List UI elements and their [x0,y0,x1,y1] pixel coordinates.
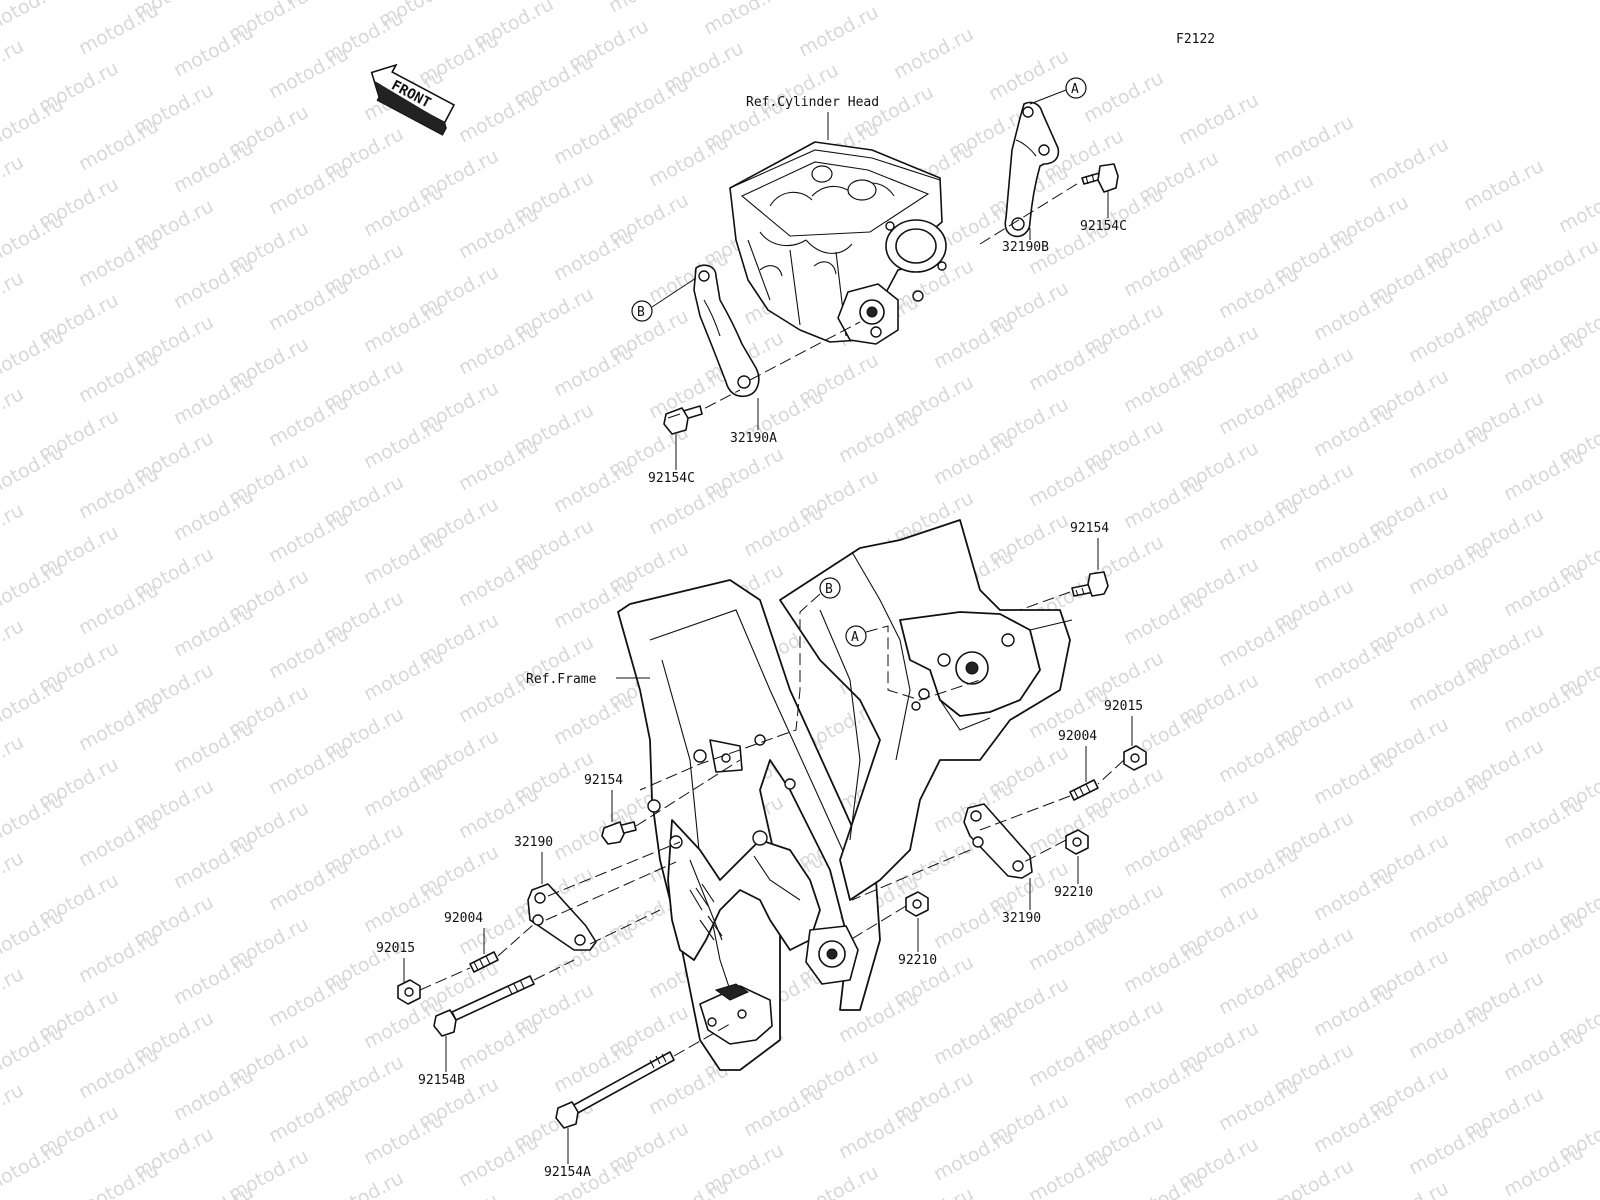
marker-a-top: A [1029,77,1087,105]
label-92015-right: 92015 [1104,699,1143,714]
bracket-32190b [1004,101,1060,238]
frame-illustration [617,519,1073,1071]
collar-92210-center-icon [905,891,929,917]
bolt-92154c-left-icon [663,405,703,435]
label-92154c-top: 92154C [1080,219,1127,234]
front-arrow-icon: FRONT [370,63,456,136]
marker-a-frame: A [845,625,981,701]
bracket-32190-left [527,883,597,951]
axis-left-bracket-upper [547,841,681,897]
bolt-92154-mid-icon [601,821,637,845]
svg-text:B: B [825,582,833,597]
svg-text:B: B [637,305,645,320]
bolt-92154a-icon [555,1051,675,1129]
label-32190-left: 32190 [514,835,553,850]
bracket-32190a [693,264,760,398]
stud-92004-left-icon [469,951,499,973]
ref-frame-label: Ref.Frame [526,672,597,687]
stud-92004-right-icon [1069,779,1099,801]
label-92154-mid: 92154 [584,773,623,788]
ref-cylinder-head-label: Ref.Cylinder Head [746,95,879,110]
axis-top-right-bolt [1019,591,1071,611]
marker-b-top: B [631,277,697,322]
label-92154-top: 92154 [1070,521,1109,536]
bolt-92154c-top-icon [1081,163,1119,193]
axis-left-bracket-lower [589,909,661,945]
label-32190a: 32190A [730,431,777,446]
axis-right-bracket [851,849,971,901]
axis-line-head-left [749,321,861,381]
svg-text:A: A [1071,82,1079,97]
label-92154c-left: 92154C [648,471,695,486]
nut-92015-left-icon [397,979,421,1005]
label-32190-right: 32190 [1002,911,1041,926]
marker-b-frame: B [639,577,841,791]
label-32190b: 32190B [1002,240,1049,255]
label-92210-center: 92210 [898,953,937,968]
bolt-92154-top-icon [1071,571,1109,597]
label-92004-left: 92004 [444,911,483,926]
figure-code: F2122 [1176,32,1215,47]
axis-mid-left-bolt [635,759,741,827]
label-92154b: 92154B [418,1073,465,1088]
svg-text:A: A [851,630,859,645]
label-92015-left: 92015 [376,941,415,956]
label-92004-right: 92004 [1058,729,1097,744]
label-92210-right: 92210 [1054,885,1093,900]
collar-92210-right-icon [1065,829,1089,855]
bracket-32190-right [963,803,1033,879]
axis-left-bracket-mid [545,861,677,921]
bolt-92154b-icon [433,975,535,1037]
label-92154a: 92154A [544,1165,591,1180]
nut-92015-right-icon [1123,745,1147,771]
cylinder-head-illustration [729,141,947,345]
axis-line-head-right [979,181,1081,245]
